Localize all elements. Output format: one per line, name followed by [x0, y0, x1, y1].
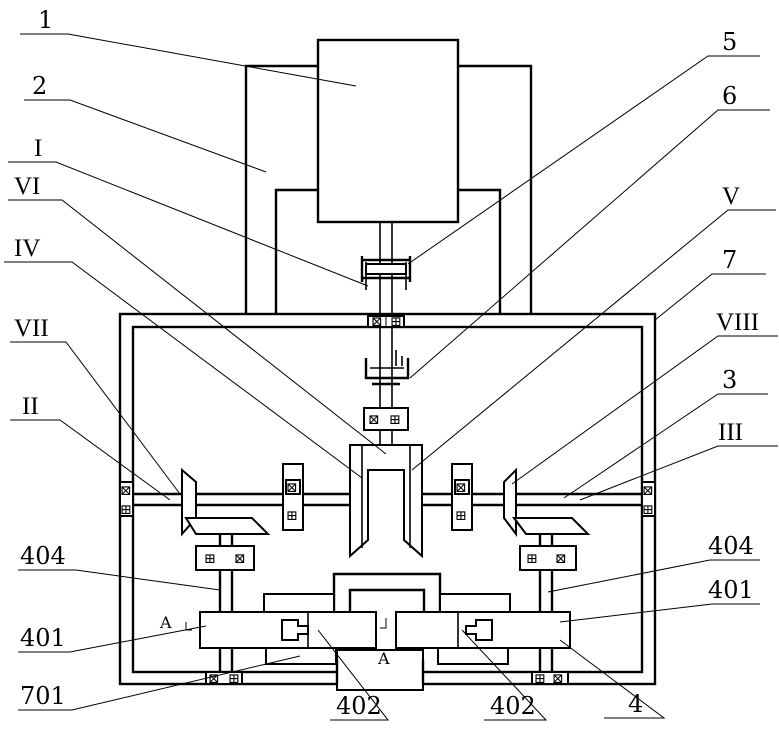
label-1: 1 — [38, 6, 53, 34]
label-V: V — [722, 183, 740, 210]
label-401-right: 401 — [708, 576, 754, 604]
svg-text:⊠: ⊠ — [371, 314, 383, 330]
label-404-left: 404 — [20, 542, 66, 570]
svg-text:⊞: ⊞ — [390, 314, 402, 330]
part-labels: 1 2 I VI IV VII II 404 401 701 402 402 4… — [14, 6, 759, 720]
svg-text:⊠: ⊠ — [555, 551, 567, 567]
svg-text:⊠: ⊠ — [120, 483, 132, 499]
label-404-right: 404 — [708, 532, 754, 560]
label-2: 2 — [32, 72, 47, 100]
svg-text:⊠: ⊠ — [552, 671, 564, 687]
label-VII: VII — [14, 315, 49, 342]
svg-text:⊞: ⊞ — [642, 502, 654, 518]
svg-text:⊞: ⊞ — [526, 551, 538, 567]
horizontal-shafts — [122, 494, 653, 505]
label-IV: IV — [14, 235, 40, 262]
label-3: 3 — [722, 366, 737, 394]
left-bevel-set: ⊞ ⊠ — [182, 470, 268, 612]
svg-text:⊠: ⊠ — [368, 412, 380, 428]
label-I: I — [34, 135, 42, 162]
lower-bridge — [264, 574, 510, 612]
svg-text:⊠: ⊠ — [286, 480, 298, 496]
wall-bearings: ⊠ ⊞ ⊠ ⊞ — [120, 482, 655, 518]
label-6: 6 — [722, 82, 737, 110]
svg-text:⊠: ⊠ — [455, 480, 467, 496]
clutch-6 — [366, 350, 408, 384]
svg-text:⊞: ⊞ — [120, 502, 132, 518]
label-VI: VI — [14, 173, 40, 200]
label-III: III — [718, 419, 743, 446]
label-7: 7 — [722, 246, 737, 274]
label-401-left: 401 — [20, 624, 66, 652]
coupling — [362, 256, 410, 290]
label-5: 5 — [722, 28, 737, 56]
label-402-right: 402 — [490, 692, 536, 720]
svg-text:⊞: ⊞ — [204, 551, 216, 567]
label-701: 701 — [20, 682, 66, 710]
central-bevel-gear — [350, 445, 422, 556]
inner-bearing: ⊠ ⊞ — [364, 408, 408, 430]
svg-text:⊞: ⊞ — [286, 508, 298, 524]
svg-text:⊠: ⊠ — [208, 671, 220, 687]
label-VIII: VIII — [716, 309, 759, 336]
section-A-left: A — [159, 613, 172, 632]
svg-text:⊠: ⊠ — [642, 483, 654, 499]
svg-text:⊠: ⊠ — [234, 551, 246, 567]
shaft-bearings: ⊠ ⊞ ⊠ ⊞ — [283, 464, 472, 530]
right-bevel-set: ⊞ ⊠ — [504, 470, 588, 612]
svg-text:⊞: ⊞ — [534, 671, 546, 687]
label-402-left: 402 — [336, 692, 382, 720]
section-A-center: A — [377, 649, 390, 668]
motor-box — [318, 40, 458, 222]
svg-text:⊞: ⊞ — [389, 412, 401, 428]
label-4: 4 — [628, 690, 643, 718]
svg-text:⊞: ⊞ — [228, 671, 240, 687]
top-bearing: ⊠ ⊞ — [368, 314, 404, 330]
svg-text:⊞: ⊞ — [455, 508, 467, 524]
label-II: II — [22, 393, 39, 420]
